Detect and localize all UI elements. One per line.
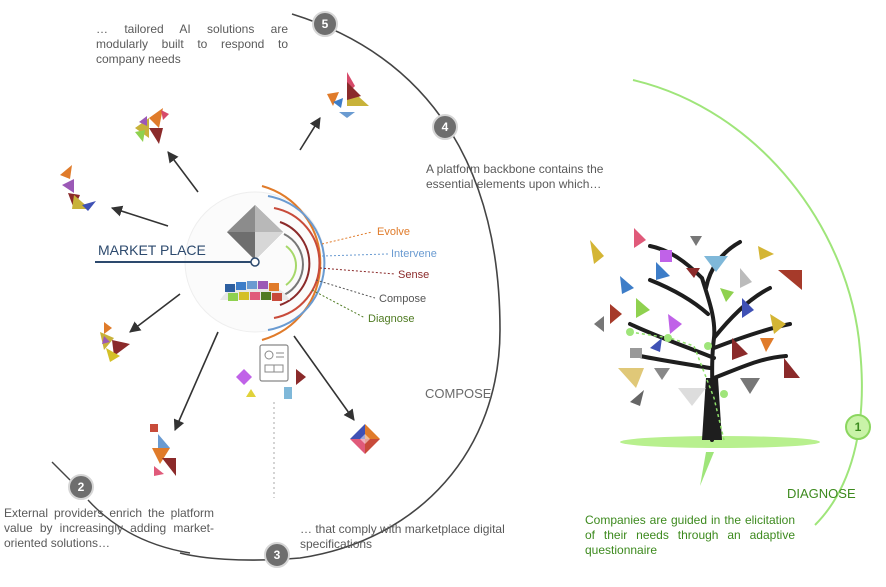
tree-of-needs	[590, 228, 820, 486]
step-4-badge: 4	[432, 114, 458, 140]
layer-leaders	[311, 231, 396, 319]
step-4-text: A platform backbone contains the essenti…	[426, 162, 604, 191]
hub-arrows	[110, 117, 355, 432]
diagnose-phase-label: DIAGNOSE	[787, 486, 856, 501]
step-3-text: … that comply with marketplace digital s…	[300, 522, 505, 551]
step-1-badge: 1	[845, 414, 871, 440]
step-2-text: External providers enrich the platform v…	[4, 506, 214, 550]
compose-cycle-arc	[179, 13, 501, 561]
spec-document-icon	[236, 344, 306, 399]
tangram-bird-top-left	[135, 108, 169, 144]
tangram-bird-left	[60, 165, 96, 211]
tangram-bird-mid-left	[100, 322, 130, 362]
step-3-badge: 3	[264, 542, 290, 568]
tangram-diamond-bottom	[350, 424, 380, 454]
layer-label-intervene: Intervene	[391, 248, 437, 260]
step-5-badge: 5	[312, 11, 338, 37]
layer-label-diagnose: Diagnose	[368, 313, 415, 325]
step-2-badge: 2	[68, 474, 94, 500]
platform-hub	[184, 185, 326, 341]
marketplace-label: MARKET PLACE	[98, 242, 206, 258]
diagnose-cycle-arc	[632, 79, 863, 526]
tangram-bird-bottom-left	[150, 424, 176, 476]
layer-label-sense: Sense	[398, 269, 430, 281]
step-5-text: … tailored AI solutions are modularly bu…	[96, 22, 288, 66]
tangram-bird-top-right	[327, 72, 369, 118]
step-1-text: Companies are guided in the elicitation …	[585, 513, 795, 557]
compose-cycle-arc-bottom	[87, 499, 191, 554]
layer-label-evolve: Evolve	[377, 226, 411, 238]
layer-label-compose: Compose	[379, 293, 427, 305]
compose-phase-label: COMPOSE	[425, 386, 492, 401]
